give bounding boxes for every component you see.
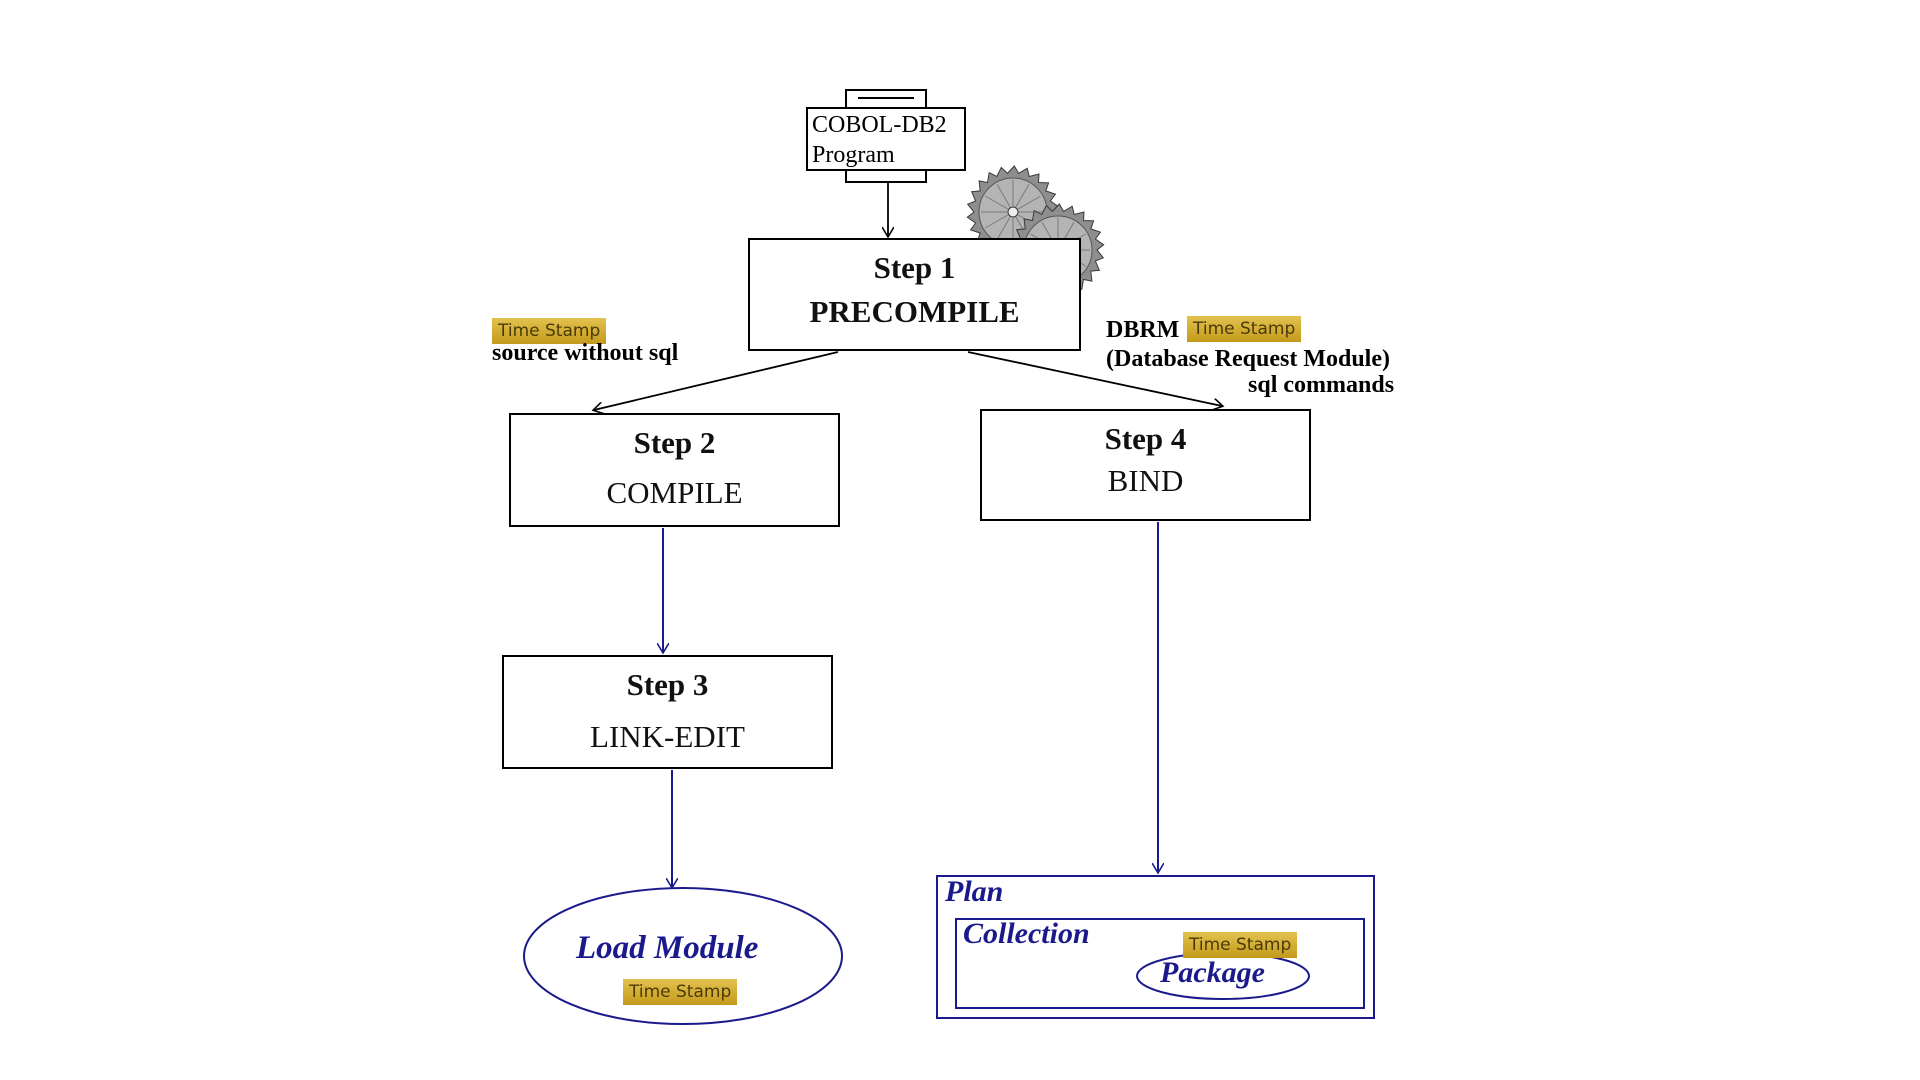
package-label: Package xyxy=(1160,956,1265,989)
source-without-sql-label: source without sql xyxy=(492,340,679,366)
step-1-number: Step 1 xyxy=(873,250,956,285)
step-1-precompile-box: Step 1 PRECOMPILE xyxy=(748,238,1081,351)
program-label: COBOL-DB2 Program xyxy=(812,110,947,170)
plan-box xyxy=(936,875,1375,1019)
program-line1: COBOL-DB2 xyxy=(812,112,947,138)
step-3-linkedit-box: Step 3 LINK-EDIT xyxy=(502,655,833,769)
step-3-number: Step 3 xyxy=(626,667,709,702)
step-4-bind-box: Step 4 BIND xyxy=(980,409,1311,521)
collection-box xyxy=(955,918,1365,1009)
program-document-icon xyxy=(806,89,966,183)
step-4-name: BIND xyxy=(1107,463,1184,498)
plan-label: Plan xyxy=(945,875,1004,908)
load-module-label: Load Module xyxy=(576,930,759,966)
collection-label: Collection xyxy=(963,917,1090,950)
timestamp-badge-source: Time Stamp xyxy=(492,318,607,344)
arrow-precompile-to-bind xyxy=(967,351,1222,406)
program-line2: Program xyxy=(812,142,895,168)
timestamp-badge-package: Time Stamp xyxy=(1183,932,1298,958)
load-module-ellipse xyxy=(523,887,843,1025)
timestamp-badge-load-module: Time Stamp xyxy=(623,979,738,1005)
step-3-name: LINK-EDIT xyxy=(590,719,745,754)
step-1-name: PRECOMPILE xyxy=(809,294,1020,329)
step-2-compile-box: Step 2 COMPILE xyxy=(509,413,840,527)
sql-commands-label: sql commands xyxy=(1248,372,1395,398)
step-4-number: Step 4 xyxy=(1104,421,1187,456)
database-request-module-label: (Database Request Module) xyxy=(1106,346,1390,372)
timestamp-badge-dbrm: Time Stamp xyxy=(1187,316,1302,342)
step-2-name: COMPILE xyxy=(606,475,743,510)
step-2-number: Step 2 xyxy=(633,425,716,460)
dbrm-label: DBRM xyxy=(1106,317,1180,343)
arrow-precompile-to-compile xyxy=(594,351,839,410)
